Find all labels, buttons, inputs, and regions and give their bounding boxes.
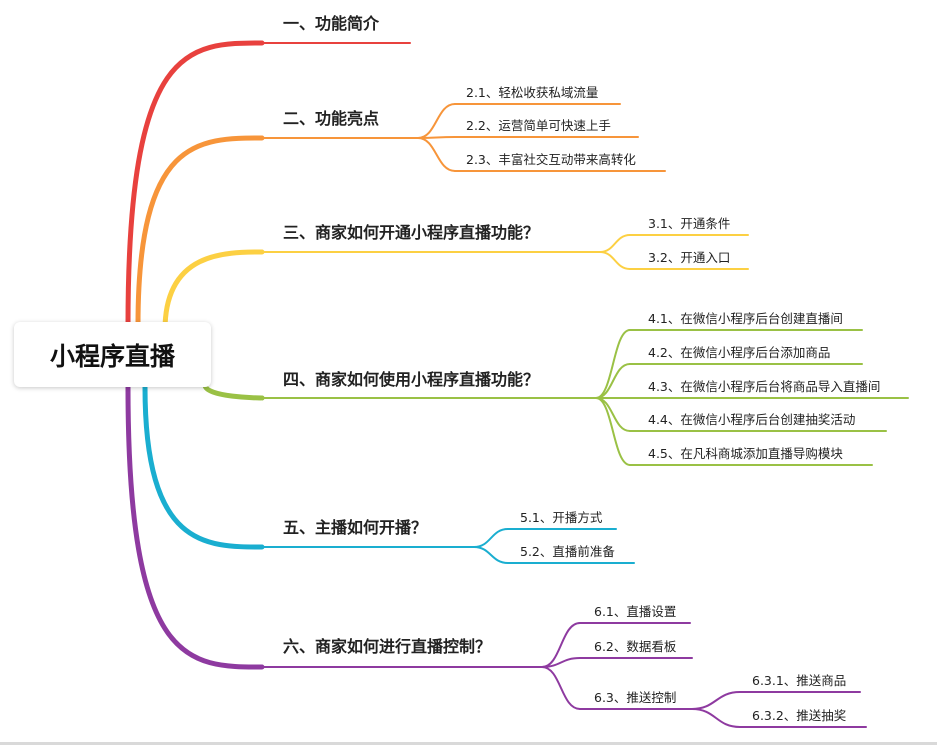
child-connector-11	[473, 528, 509, 548]
child-connector-7	[595, 363, 631, 399]
window-bottom-border	[0, 742, 937, 745]
child-connector-2	[417, 136, 456, 139]
branch-3-child-1[interactable]: 3.1、开通条件	[648, 216, 731, 231]
branch-3-child-2[interactable]: 3.2、开通入口	[648, 250, 731, 265]
child-connector-15	[541, 666, 581, 710]
child-connector-4	[599, 234, 631, 253]
branch-6-grandchild-2[interactable]: 6.3.2、推送抽奖	[752, 708, 847, 723]
child-connector-10	[595, 397, 631, 466]
trunk-3	[162, 249, 265, 333]
grandchild-connector-1	[691, 691, 741, 710]
branch-5-child-2[interactable]: 5.2、直播前准备	[520, 544, 615, 559]
branch-6-label[interactable]: 六、商家如何进行直播控制？	[283, 637, 492, 656]
branch-4-child-1[interactable]: 4.1、在微信小程序后台创建直播间	[648, 311, 843, 326]
trunk-4	[202, 382, 265, 401]
child-connector-5	[599, 251, 631, 270]
branch-1-label[interactable]: 一、功能简介	[283, 14, 380, 33]
branch-2-child-3[interactable]: 2.3、丰富社交互动带来高转化	[466, 152, 636, 167]
branch-4-child-3[interactable]: 4.3、在微信小程序后台将商品导入直播间	[648, 379, 881, 394]
branch-4-child-5[interactable]: 4.5、在凡科商城添加直播导购模块	[648, 446, 843, 461]
child-connector-12	[473, 546, 509, 564]
branch-6-child-3[interactable]: 6.3、推送控制	[594, 690, 677, 705]
child-connector-14	[541, 657, 581, 668]
trunk-5	[142, 384, 265, 550]
branch-2-child-1[interactable]: 2.1、轻松收获私域流量	[466, 85, 599, 100]
branch-5-child-1[interactable]: 5.1、开播方式	[520, 510, 603, 525]
branch-4-label[interactable]: 四、商家如何使用小程序直播功能？	[283, 370, 540, 389]
branch-4-child-4[interactable]: 4.4、在微信小程序后台创建抽奖活动	[648, 412, 856, 427]
branch-6-child-2[interactable]: 6.2、数据看板	[594, 639, 677, 654]
child-connector-9	[595, 397, 631, 432]
grandchild-connector-2	[691, 708, 741, 728]
child-connector-13	[541, 622, 581, 668]
branch-6-grandchild-1[interactable]: 6.3.1、推送商品	[752, 673, 847, 688]
root-node[interactable]: 小程序直播	[14, 322, 211, 387]
child-connector-1	[417, 103, 456, 139]
branch-6-child-1[interactable]: 6.1、直播设置	[594, 604, 677, 619]
child-connector-3	[417, 137, 456, 172]
branch-4-child-2[interactable]: 4.2、在微信小程序后台添加商品	[648, 345, 831, 360]
trunk-1	[125, 40, 265, 328]
trunk-6	[125, 384, 265, 670]
child-connector-6	[595, 329, 631, 399]
branch-3-label[interactable]: 三、商家如何开通小程序直播功能？	[283, 223, 540, 242]
branch-2-label[interactable]: 二、功能亮点	[283, 109, 380, 128]
trunk-2	[135, 135, 265, 328]
branch-2-child-2[interactable]: 2.2、运营简单可快速上手	[466, 118, 611, 133]
branch-5-label[interactable]: 五、主播如何开播？	[283, 518, 428, 537]
